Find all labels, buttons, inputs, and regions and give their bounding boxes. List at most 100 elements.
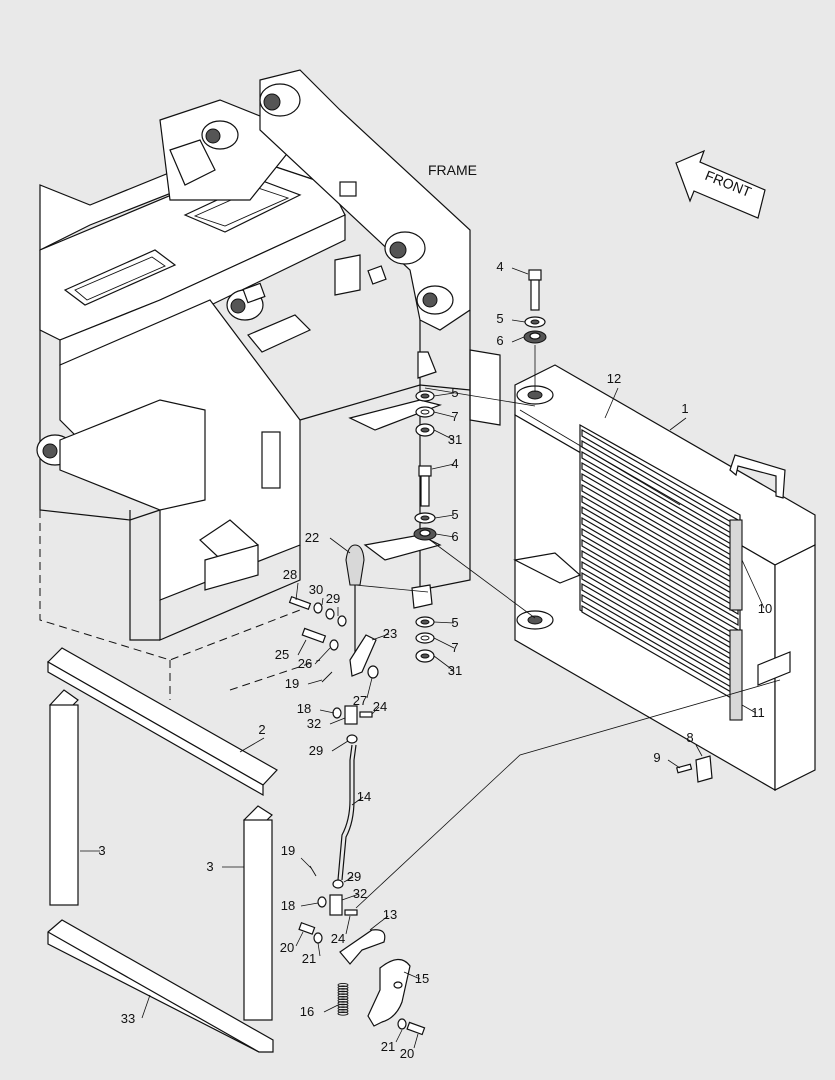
callout-label-13: 13 — [383, 907, 397, 922]
callout-leader — [434, 514, 455, 519]
callout-leader — [604, 387, 619, 419]
callout-label-7: 7 — [451, 409, 458, 424]
callout-label-31: 31 — [448, 432, 462, 447]
frame-assembly — [36, 69, 501, 700]
callout-leader — [329, 537, 351, 554]
callout-leader — [371, 706, 380, 715]
callout-leader — [329, 717, 346, 725]
frame-label: FRAME — [428, 162, 477, 178]
callout-leader — [300, 857, 312, 869]
callout-label-12: 12 — [607, 371, 621, 386]
callout-label-6: 6 — [451, 529, 458, 544]
callout-leaders — [80, 267, 765, 1049]
callout-label-25: 25 — [275, 647, 289, 662]
callout-leader — [669, 417, 687, 431]
callout-label-21: 21 — [381, 1039, 395, 1054]
callout-label-30: 30 — [309, 582, 323, 597]
callout-leader — [511, 267, 529, 275]
callout-leader — [433, 429, 455, 441]
callout-label-20: 20 — [400, 1046, 414, 1061]
callout-label-27: 27 — [353, 693, 367, 708]
cooler-fins — [581, 428, 739, 704]
callout-leader — [351, 796, 364, 806]
seal-strips — [47, 647, 278, 1053]
callout-label-21: 21 — [302, 951, 316, 966]
callout-label-19: 19 — [285, 676, 299, 691]
upper-frame-mount — [415, 351, 536, 437]
callout-label-24: 24 — [373, 699, 387, 714]
callout-leader — [511, 336, 525, 343]
callout-leader — [667, 759, 681, 769]
callout-leader — [314, 647, 331, 665]
callout-leader — [319, 709, 335, 714]
callout-label-5: 5 — [451, 385, 458, 400]
callout-label-18: 18 — [281, 898, 295, 913]
callout-label-7: 7 — [451, 640, 458, 655]
callout-leader — [433, 621, 455, 624]
cooler-assembly — [355, 364, 816, 909]
callout-label-24: 24 — [331, 931, 345, 946]
callout-leader — [141, 994, 151, 1019]
callout-label-6: 6 — [496, 333, 503, 348]
callout-label-3: 3 — [206, 859, 213, 874]
callout-leader — [695, 744, 703, 757]
callout-leader — [331, 740, 349, 752]
callout-label-16: 16 — [300, 1004, 314, 1019]
callout-label-4: 4 — [496, 259, 503, 274]
callout-label-8: 8 — [686, 730, 693, 745]
callout-label-18: 18 — [297, 701, 311, 716]
callout-leader — [366, 677, 373, 699]
callout-label-32: 32 — [353, 886, 367, 901]
callout-label-33: 33 — [121, 1011, 135, 1026]
callout-label-19: 19 — [281, 843, 295, 858]
callout-leader — [435, 533, 455, 538]
upper-mount-hardware — [523, 269, 547, 392]
callout-label-20: 20 — [280, 940, 294, 955]
callout-leader — [395, 1029, 403, 1043]
spring-16 — [337, 982, 349, 1016]
callout-label-14: 14 — [357, 789, 371, 804]
callout-leader — [433, 392, 455, 397]
bracket-8 — [675, 755, 713, 783]
callout-leader — [307, 679, 323, 685]
callout-leader — [741, 559, 765, 609]
callout-leader — [431, 463, 455, 470]
callout-leader — [300, 902, 319, 907]
callout-label-15: 15 — [415, 971, 429, 986]
callout-label-29: 29 — [326, 591, 340, 606]
callout-leader — [371, 633, 390, 641]
callout-leader — [295, 931, 304, 947]
callout-label-9: 9 — [653, 750, 660, 765]
callout-label-23: 23 — [383, 626, 397, 641]
callout-label-29: 29 — [347, 869, 361, 884]
callout-leader — [413, 1033, 419, 1049]
control-lever-assembly — [288, 544, 426, 1036]
callout-leader — [433, 655, 455, 672]
callout-label-28: 28 — [283, 567, 297, 582]
callout-label-22: 22 — [305, 530, 319, 545]
callout-leader — [511, 319, 526, 323]
callout-leader — [323, 1004, 339, 1013]
callout-label-31: 31 — [448, 663, 462, 678]
callout-label-5: 5 — [496, 311, 503, 326]
callout-leader — [239, 737, 265, 753]
callout-label-5: 5 — [451, 615, 458, 630]
callout-label-3: 3 — [98, 843, 105, 858]
callout-label-4: 4 — [451, 456, 458, 471]
callout-leader — [321, 597, 324, 606]
callout-leader — [433, 637, 455, 649]
callout-leader — [295, 582, 299, 601]
callout-leader — [369, 915, 389, 931]
callout-labels: 4565731456573112110118922283029232526192… — [98, 259, 772, 1061]
callout-leader — [345, 915, 351, 935]
callout-label-29: 29 — [309, 743, 323, 758]
callout-leader — [341, 893, 360, 901]
callout-label-10: 10 — [758, 601, 772, 616]
callout-label-1: 1 — [681, 401, 688, 416]
callout-leader — [317, 942, 321, 957]
callout-leader — [741, 704, 757, 714]
front-arrow-icon: FRONT — [675, 149, 766, 219]
callout-label-5: 5 — [451, 507, 458, 522]
